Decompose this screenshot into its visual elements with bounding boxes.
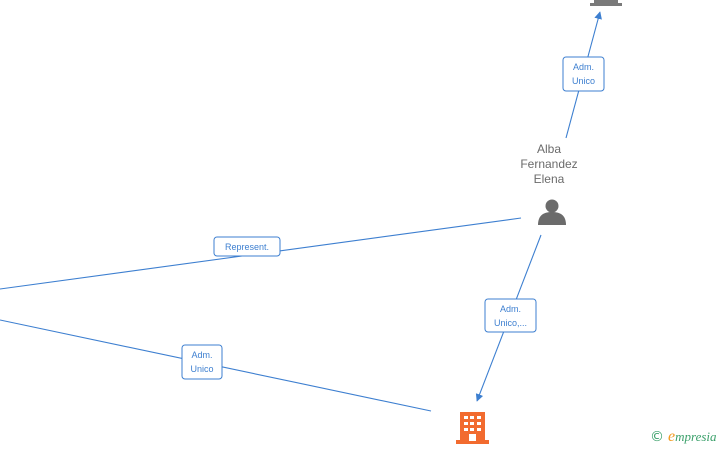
edge-label-line: Adm. [573,62,594,72]
person-name-line: Alba [537,142,561,156]
edge-label-left-bottom[interactable]: Adm. Unico [181,344,223,380]
edge-label-top[interactable]: Adm. Unico [562,56,605,92]
company-node-top[interactable] [590,0,622,6]
edge-label-line: Represent. [225,242,269,252]
building-icon [456,412,489,444]
person-name-line: Fernandez [520,157,577,171]
empresia-watermark: ©empresia [650,428,717,446]
brand-initial: e [668,428,676,445]
edge-label-line: Unico [572,76,595,86]
person-icon [538,199,566,225]
edge-label-down[interactable]: Adm. Unico,... [484,298,537,333]
company-node-bottom[interactable] [456,412,489,444]
edge-label-line: Adm. [191,350,212,360]
person-node[interactable]: Alba Fernandez Elena [520,142,578,225]
person-name-line: Elena [534,172,565,186]
copyright-symbol: © [650,429,664,445]
edge-label-represent[interactable]: Represent. [213,236,281,257]
building-icon [590,0,622,6]
edge-label-line: Unico [190,364,213,374]
brand-name: mpresia [675,429,717,444]
edge-label-line: Unico,... [494,318,527,328]
edge-label-line: Adm. [500,304,521,314]
